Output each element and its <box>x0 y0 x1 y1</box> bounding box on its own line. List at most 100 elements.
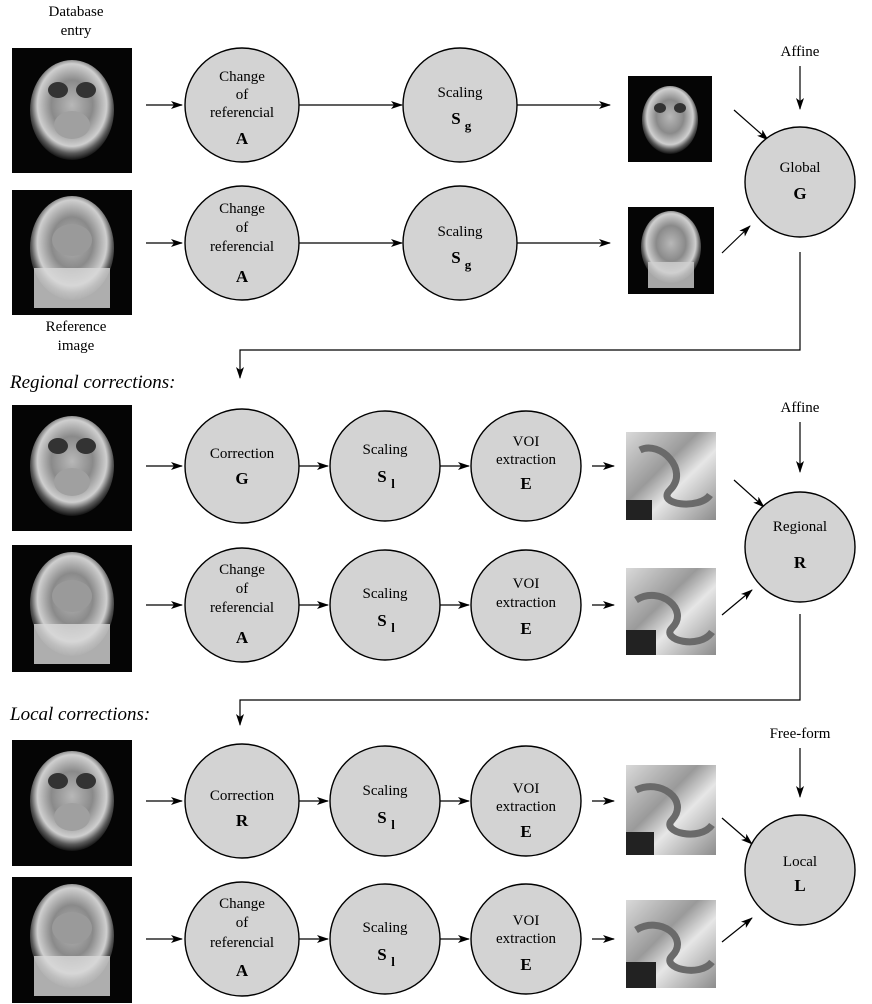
mri-voi-patch-image <box>626 568 716 655</box>
change-referencial-node: Change of referencial A <box>184 185 300 301</box>
node-label: referencial <box>210 600 274 616</box>
node-label: referencial <box>210 239 274 255</box>
mri-reference-scan-image <box>12 190 132 315</box>
node-symbol: E <box>520 474 531 493</box>
section-title-regional: Regional corrections: <box>9 372 176 393</box>
scaling-local-node: Scaling S l <box>329 883 441 995</box>
node-label: Change <box>219 69 265 85</box>
database-entry-caption-line1: Database <box>49 4 104 20</box>
affine-input-label: Affine <box>781 44 820 60</box>
arrow-edge <box>733 109 769 141</box>
node-label: of <box>236 581 249 597</box>
arrow-edge <box>721 225 751 254</box>
node-symbol: S <box>451 109 460 128</box>
node-label: Regional <box>773 519 827 535</box>
scaling-global-node: Scaling S g <box>402 47 518 163</box>
change-referencial-node: Change of referencial A <box>184 547 300 663</box>
node-label: Change <box>219 562 265 578</box>
scaling-local-node: Scaling S l <box>329 745 441 857</box>
node-symbol: R <box>236 811 249 830</box>
scaling-local-node: Scaling S l <box>329 410 441 522</box>
mri-reference-scan-image <box>628 207 714 294</box>
node-label: Change <box>219 896 265 912</box>
node-subscript: l <box>391 476 395 491</box>
node-label: VOI <box>513 434 540 450</box>
node-symbol: R <box>794 553 807 572</box>
node-subscript: l <box>391 620 395 635</box>
mri-coronal-scan-image <box>12 48 132 173</box>
node-symbol: A <box>236 628 249 647</box>
section-title-local: Local corrections: <box>9 704 150 725</box>
node-label: extraction <box>496 931 556 947</box>
node-symbol: L <box>794 876 805 895</box>
node-subscript: l <box>391 954 395 969</box>
voi-extraction-node: VOI extraction E <box>470 745 582 857</box>
arrow-edge <box>721 589 753 616</box>
mri-reference-scan-image <box>12 877 132 1003</box>
correction-node: Correction G <box>184 408 300 524</box>
change-referencial-node: Change of referencial A <box>184 881 300 997</box>
mri-coronal-scan-image <box>12 405 132 531</box>
connector-arrow <box>236 614 801 726</box>
affine-input-label: Affine <box>781 400 820 416</box>
arrow-edge <box>721 917 753 943</box>
node-label: referencial <box>210 935 274 951</box>
node-label: of <box>236 220 249 236</box>
arrow-edge <box>721 817 753 845</box>
mri-voi-patch-image <box>626 432 716 520</box>
correction-node: Correction R <box>184 743 300 859</box>
reference-image-caption-line2: image <box>58 338 95 354</box>
node-symbol: S <box>377 611 386 630</box>
arrow-edge <box>733 479 765 508</box>
node-symbol: S <box>377 808 386 827</box>
change-referencial-node: Change of referencial A <box>184 47 300 163</box>
node-subscript: g <box>465 118 472 133</box>
voi-extraction-node: VOI extraction E <box>470 410 582 522</box>
node-label: VOI <box>513 913 540 929</box>
database-entry-caption-line2: entry <box>61 23 92 39</box>
node-label: referencial <box>210 105 274 121</box>
node-label: Scaling <box>438 85 483 101</box>
node-label: VOI <box>513 576 540 592</box>
voi-extraction-node: VOI extraction E <box>470 549 582 661</box>
node-label: Scaling <box>438 224 483 240</box>
node-label: Scaling <box>363 920 408 936</box>
scaling-global-node: Scaling S g <box>402 185 518 301</box>
node-symbol: A <box>236 267 249 286</box>
mri-reference-scan-image <box>12 545 132 672</box>
node-subscript: l <box>391 817 395 832</box>
node-symbol: G <box>235 469 248 488</box>
node-label: extraction <box>496 799 556 815</box>
node-symbol: A <box>236 961 249 980</box>
node-label: Scaling <box>363 586 408 602</box>
node-label: Scaling <box>363 783 408 799</box>
node-symbol: G <box>793 184 806 203</box>
node-label: Local <box>783 854 817 870</box>
node-symbol: S <box>377 945 386 964</box>
node-label: Change <box>219 201 265 217</box>
node-symbol: E <box>520 955 531 974</box>
scaling-local-node: Scaling S l <box>329 549 441 661</box>
node-symbol: E <box>520 619 531 638</box>
node-subscript: g <box>465 257 472 272</box>
mri-coronal-scan-image <box>12 740 132 866</box>
mri-voi-patch-image <box>626 900 716 988</box>
reference-image-caption-line1: Reference <box>46 319 107 335</box>
node-label: Global <box>780 160 821 176</box>
node-label: extraction <box>496 595 556 611</box>
node-symbol: E <box>520 822 531 841</box>
node-label: Correction <box>210 788 275 804</box>
node-label: VOI <box>513 781 540 797</box>
local-result-node: Local L <box>744 814 856 926</box>
regional-result-node: Regional R <box>744 491 856 603</box>
mri-voi-patch-image <box>626 765 716 855</box>
global-result-node: Global G <box>744 126 856 238</box>
free-form-input-label: Free-form <box>770 726 831 742</box>
node-label: of <box>236 915 249 931</box>
node-symbol: S <box>377 467 386 486</box>
connector-arrow <box>236 252 801 379</box>
mri-coronal-scan-image <box>628 76 712 162</box>
voi-extraction-node: VOI extraction E <box>470 883 582 995</box>
node-label: of <box>236 87 249 103</box>
